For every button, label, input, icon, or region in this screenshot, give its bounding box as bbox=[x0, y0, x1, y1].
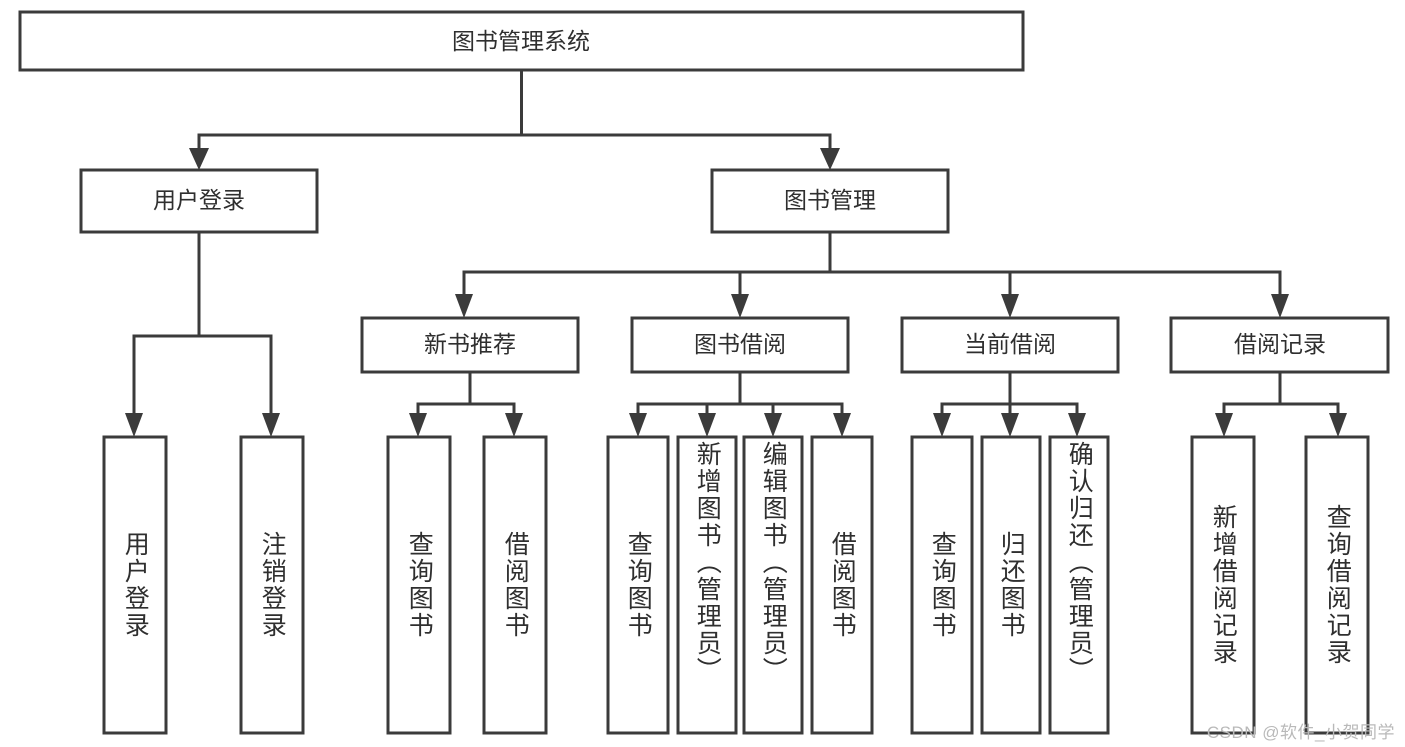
arrow-head-book-manage bbox=[820, 148, 840, 170]
node-leaf-query-book-2[interactable] bbox=[606, 435, 670, 735]
arrow-head-borrow-record bbox=[1271, 294, 1289, 318]
arrow-head-book-borrow bbox=[731, 294, 749, 318]
node-leaf-return-book[interactable] bbox=[980, 435, 1042, 735]
node-current-borrow[interactable] bbox=[900, 316, 1120, 374]
node-layer bbox=[18, 10, 1390, 735]
node-leaf-confirm-return[interactable] bbox=[1048, 435, 1110, 735]
node-book-manage[interactable] bbox=[710, 168, 950, 234]
watermark: CSDN @软件_小贺同学 bbox=[1206, 723, 1395, 742]
label-new-book-recommend: 新书推荐 bbox=[424, 331, 516, 357]
node-leaf-edit-book[interactable] bbox=[742, 435, 804, 735]
arrow-head-leaf-user-login bbox=[125, 413, 143, 437]
node-leaf-query-record[interactable] bbox=[1304, 435, 1370, 735]
connector-layer bbox=[125, 68, 1347, 437]
node-leaf-add-book[interactable] bbox=[676, 435, 738, 735]
node-borrow-record[interactable] bbox=[1169, 316, 1390, 374]
arrow-head-new-book-recommend bbox=[455, 294, 473, 318]
arrow-head-leaf-logout bbox=[262, 413, 280, 437]
node-leaf-borrow-book-1[interactable] bbox=[482, 435, 548, 735]
arrow-head-leaf-query-book-1 bbox=[409, 413, 427, 437]
node-root[interactable] bbox=[18, 10, 1025, 72]
arrow-head-leaf-query-book-3 bbox=[933, 413, 951, 437]
arrow-head-leaf-add-book bbox=[698, 413, 716, 437]
arrow-head-leaf-add-record bbox=[1215, 413, 1233, 437]
node-leaf-logout[interactable] bbox=[239, 435, 305, 735]
arrow-head-leaf-query-book-2 bbox=[629, 413, 647, 437]
node-user-login[interactable] bbox=[79, 168, 319, 234]
arrow-head-leaf-borrow-book-2 bbox=[833, 413, 851, 437]
arrow-head-leaf-edit-book bbox=[764, 413, 782, 437]
label-current-borrow: 当前借阅 bbox=[964, 331, 1056, 357]
arrow-head-current-borrow bbox=[1001, 294, 1019, 318]
arrow-head-leaf-borrow-book-1 bbox=[505, 413, 523, 437]
horizontal-label-layer: 图书管理系统 用户登录 图书管理 新书推荐 图书借阅 当前借阅 借阅记录 bbox=[153, 28, 1326, 357]
label-book-borrow: 图书借阅 bbox=[694, 331, 786, 357]
arrow-head-leaf-confirm-return bbox=[1068, 413, 1086, 437]
arrow-head-leaf-return-book bbox=[1001, 413, 1019, 437]
node-leaf-query-book-1[interactable] bbox=[386, 435, 452, 735]
node-new-book-recommend[interactable] bbox=[360, 316, 580, 374]
node-leaf-add-record[interactable] bbox=[1190, 435, 1256, 735]
node-book-borrow[interactable] bbox=[630, 316, 850, 374]
arrow-head-leaf-query-record bbox=[1329, 413, 1347, 437]
label-root: 图书管理系统 bbox=[452, 28, 590, 54]
node-leaf-borrow-book-2[interactable] bbox=[810, 435, 874, 735]
arrow-head-user-login bbox=[189, 148, 209, 170]
node-leaf-user-login[interactable] bbox=[102, 435, 168, 735]
label-borrow-record: 借阅记录 bbox=[1234, 331, 1326, 357]
label-book-manage: 图书管理 bbox=[784, 187, 876, 213]
label-user-login: 用户登录 bbox=[153, 187, 245, 213]
node-leaf-query-book-3[interactable] bbox=[910, 435, 974, 735]
